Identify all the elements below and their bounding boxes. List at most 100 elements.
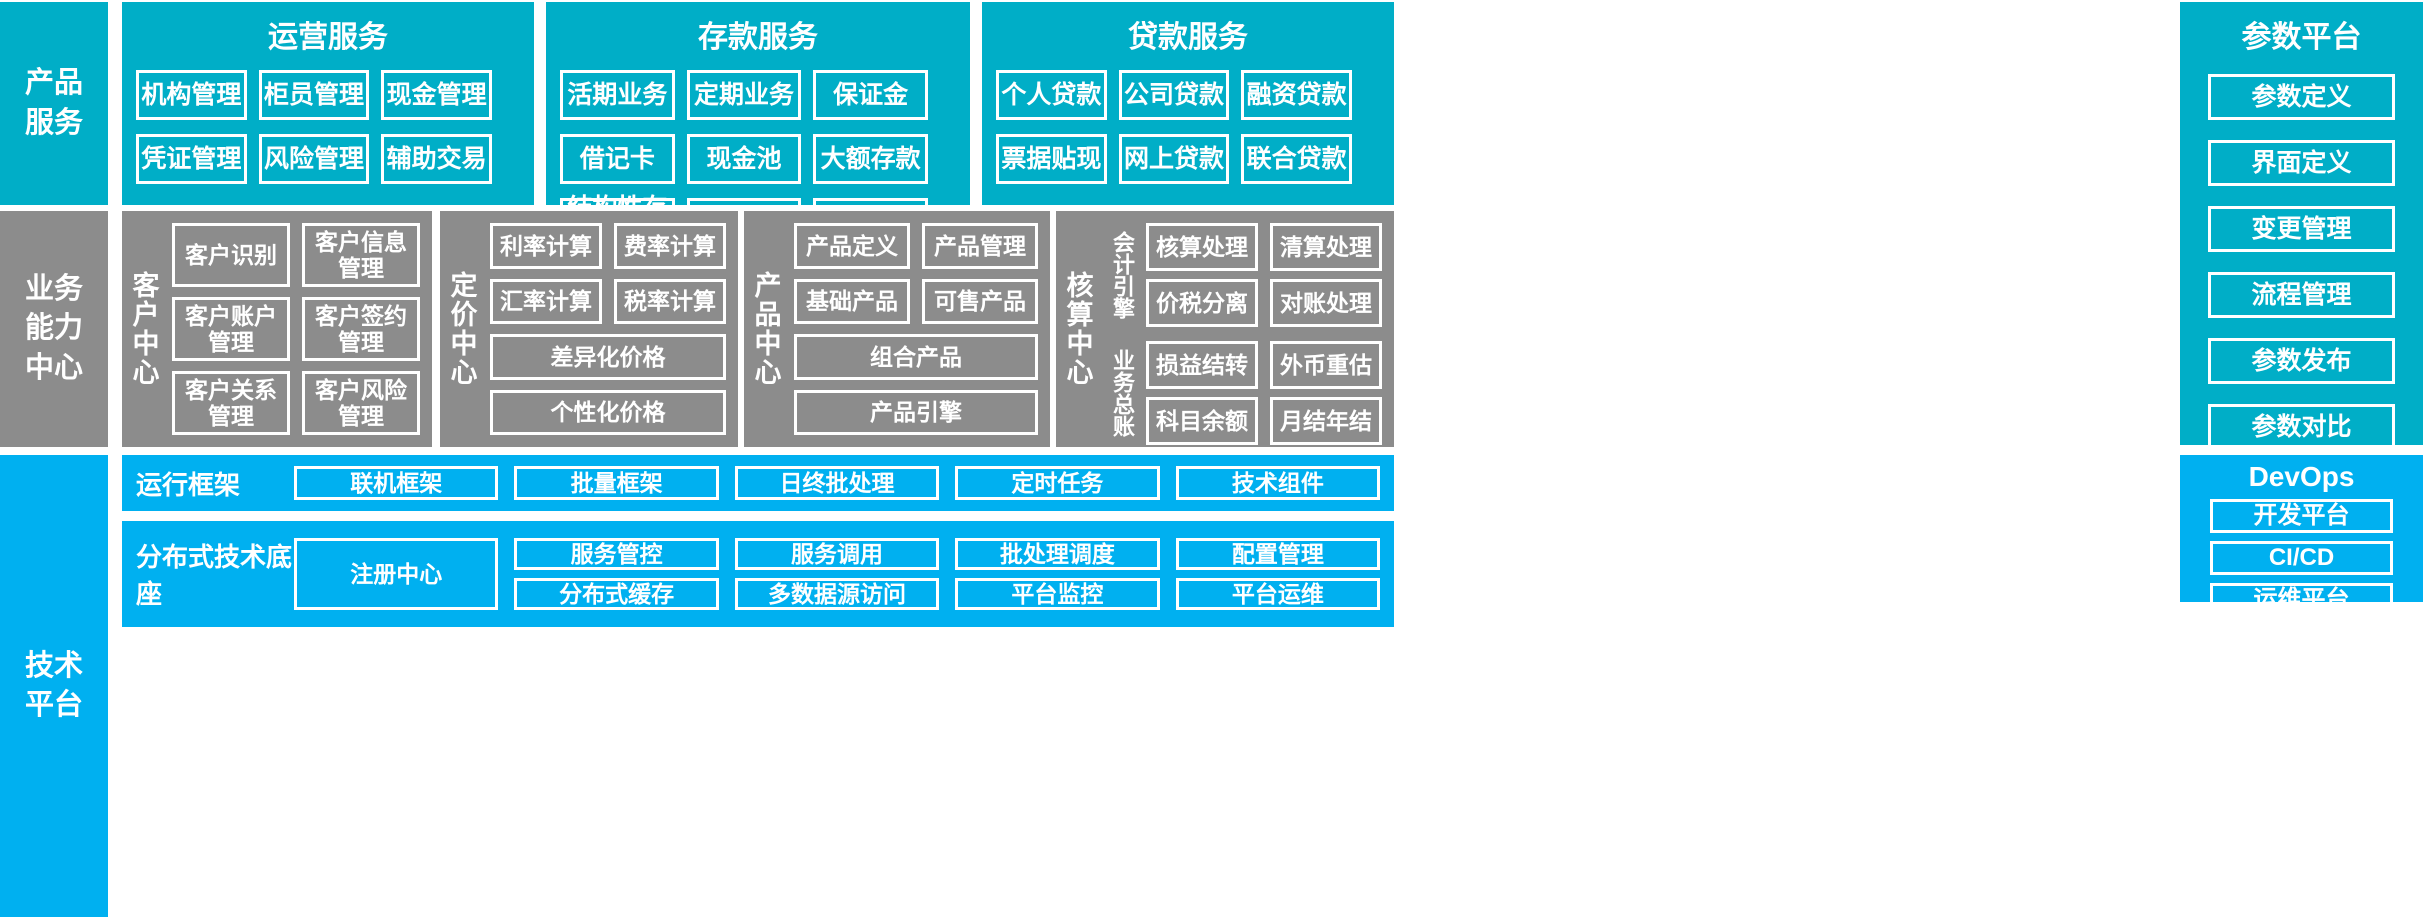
capability-box[interactable]: 客户关系管理: [172, 371, 290, 435]
tech-box[interactable]: 分布式缓存: [514, 578, 719, 611]
parameter-platform-items: 参数定义 界面定义 变更管理 流程管理 参数发布 参数对比: [2180, 56, 2423, 450]
capability-box[interactable]: 对账处理: [1270, 279, 1382, 327]
devops-box[interactable]: 开发平台: [2210, 499, 2393, 533]
param-box[interactable]: 参数发布: [2208, 338, 2395, 384]
capability-box[interactable]: 客户信息管理: [302, 223, 420, 287]
tech-box[interactable]: 批处理调度: [955, 537, 1160, 570]
capability-box[interactable]: 产品引擎: [794, 389, 1038, 435]
band-label-line: 能力: [24, 312, 83, 345]
group-loan-services: 贷款服务 个人贷款 公司贷款 融资贷款 票据贴现 网上贷款 联合贷款: [982, 2, 1394, 205]
business-capability-band: 业务 能力 中心 客户中心 客户识别 客户信息管理 客户账户管理 客户签约管理 …: [0, 211, 2423, 447]
service-box[interactable]: 借记卡: [560, 134, 675, 184]
capability-box[interactable]: 客户识别: [172, 223, 290, 287]
product-center-items: 产品定义 产品管理 基础产品 可售产品 组合产品 产品引擎: [788, 211, 1050, 447]
group-deposit-services: 存款服务 活期业务 定期业务 保证金 借记卡 现金池 大额存款 结构性存款 账户…: [546, 2, 970, 251]
capability-box[interactable]: 清算处理: [1270, 223, 1382, 271]
band-label-product-services: 产品 服务: [0, 2, 108, 205]
capability-box[interactable]: 汇率计算: [490, 278, 602, 324]
capability-box[interactable]: 利率计算: [490, 223, 602, 269]
band-label-line: 产品: [24, 67, 83, 100]
service-box[interactable]: 风险管理: [258, 134, 370, 184]
capability-box[interactable]: 税率计算: [614, 278, 726, 324]
capability-box[interactable]: 客户风险管理: [302, 371, 420, 435]
tech-box[interactable]: 批量框架: [514, 466, 719, 500]
param-box[interactable]: 参数定义: [2208, 74, 2395, 120]
capability-box[interactable]: 月结年结: [1270, 397, 1382, 445]
group-title-loan-services: 贷款服务: [1128, 21, 1248, 54]
capability-box[interactable]: 产品定义: [794, 223, 910, 269]
tech-box[interactable]: 定时任务: [955, 466, 1160, 500]
capability-box[interactable]: 可售产品: [922, 278, 1038, 324]
service-box[interactable]: 辅助交易: [381, 134, 492, 184]
tech-box[interactable]: 服务管控: [514, 537, 719, 570]
service-box[interactable]: 凭证管理: [136, 134, 247, 184]
service-box[interactable]: 票据贴现: [996, 134, 1107, 184]
tech-box[interactable]: 联机框架: [294, 466, 499, 500]
center-label-accounting: 核算中心: [1062, 271, 1093, 387]
capability-box[interactable]: 客户账户管理: [172, 297, 290, 361]
capability-box[interactable]: 费率计算: [614, 223, 726, 269]
distributed-base-items: 注册中心 服务管控 分布式缓存 服务调用 多数据源访问 批处理调度 平台监控 配…: [294, 537, 1394, 611]
service-box[interactable]: 现金管理: [381, 70, 492, 120]
group-parameter-platform: 参数平台 参数定义 界面定义 变更管理 流程管理 参数发布 参数对比: [2180, 2, 2423, 450]
service-box[interactable]: 保证金: [813, 70, 928, 120]
product-services-band: 产品 服务 运营服务 机构管理 柜员管理 现金管理 凭证管理 风险管理 辅助交易…: [0, 2, 2423, 450]
service-box[interactable]: 个人贷款: [996, 70, 1107, 120]
band-label-line: 业务: [24, 273, 83, 306]
band-label-business-capability: 业务 能力 中心: [0, 211, 108, 447]
group-title-devops: DevOps: [2248, 461, 2355, 492]
service-box[interactable]: 活期业务: [560, 70, 675, 120]
tech-box[interactable]: 日终批处理: [734, 466, 940, 500]
capability-box[interactable]: 损益结转: [1146, 341, 1258, 389]
capability-box[interactable]: 核算处理: [1146, 223, 1258, 271]
capability-box[interactable]: 产品管理: [922, 223, 1038, 269]
operation-services-items: 机构管理 柜员管理 现金管理 凭证管理 风险管理 辅助交易: [122, 56, 534, 184]
service-box[interactable]: 联合贷款: [1241, 134, 1352, 184]
devops-box[interactable]: 运维平台: [2210, 583, 2393, 617]
param-box[interactable]: 界面定义: [2208, 140, 2395, 186]
group-title-operation-services: 运营服务: [268, 21, 388, 54]
param-box[interactable]: 流程管理: [2208, 272, 2395, 318]
tech-box[interactable]: 平台运维: [1175, 578, 1381, 611]
param-box[interactable]: 变更管理: [2208, 206, 2395, 252]
center-pricing: 定价中心 利率计算 费率计算 汇率计算 税率计算 差异化价格 个性化价格: [440, 211, 738, 447]
pricing-center-items: 利率计算 费率计算 汇率计算 税率计算 差异化价格 个性化价格: [484, 211, 738, 447]
tech-box[interactable]: 技术组件: [1175, 466, 1381, 500]
strip-label-distributed-base: 分布式技术底座: [136, 542, 293, 609]
tech-box[interactable]: 平台监控: [955, 578, 1160, 611]
devops-box[interactable]: CI/CD: [2210, 541, 2393, 575]
service-box[interactable]: 网上贷款: [1118, 134, 1230, 184]
strip-runtime-framework: 运行框架 联机框架 批量框架 日终批处理 定时任务 技术组件: [122, 455, 1394, 511]
service-box[interactable]: 机构管理: [136, 70, 247, 120]
capability-box[interactable]: 差异化价格: [490, 334, 726, 380]
loan-services-items: 个人贷款 公司贷款 融资贷款 票据贴现 网上贷款 联合贷款: [982, 56, 1394, 184]
tech-box[interactable]: 多数据源访问: [734, 578, 940, 611]
subgroup-general-ledger: 业务总账 损益结转 外币重估 科目余额 月结年结: [1104, 341, 1382, 445]
group-devops: DevOps 开发平台 CI/CD 运维平台: [2180, 455, 2423, 617]
band-label-line: 平台: [24, 689, 83, 721]
service-box[interactable]: 现金池: [686, 134, 802, 184]
capability-box[interactable]: 客户签约管理: [302, 297, 420, 361]
strip-label-runtime-framework: 运行框架: [136, 469, 241, 500]
subgroup-label-accounting-engine: 会计引擎: [1110, 231, 1135, 319]
subgroup-label-general-ledger: 业务总账: [1110, 349, 1135, 437]
capability-box[interactable]: 基础产品: [794, 278, 910, 324]
service-box[interactable]: 融资贷款: [1241, 70, 1352, 120]
capability-box[interactable]: 组合产品: [794, 334, 1038, 380]
center-label-customer: 客户中心: [128, 271, 159, 387]
capability-box[interactable]: 外币重估: [1270, 341, 1382, 389]
strip-distributed-base: 分布式技术底座 注册中心 服务管控 分布式缓存 服务调用 多数据源访问 批处理调…: [122, 521, 1394, 627]
capability-box[interactable]: 科目余额: [1146, 397, 1258, 445]
service-box[interactable]: 定期业务: [686, 70, 802, 120]
tech-box[interactable]: 配置管理: [1175, 537, 1381, 570]
service-box[interactable]: 公司贷款: [1118, 70, 1230, 120]
capability-box[interactable]: 价税分离: [1146, 279, 1258, 327]
service-box[interactable]: 大额存款: [813, 134, 928, 184]
tech-box[interactable]: 服务调用: [734, 537, 940, 570]
param-box[interactable]: 参数对比: [2208, 404, 2395, 450]
capability-box[interactable]: 个性化价格: [490, 389, 726, 435]
tech-box[interactable]: 注册中心: [294, 537, 499, 611]
band-label-line: 中心: [24, 351, 83, 384]
service-box[interactable]: 柜员管理: [258, 70, 370, 120]
